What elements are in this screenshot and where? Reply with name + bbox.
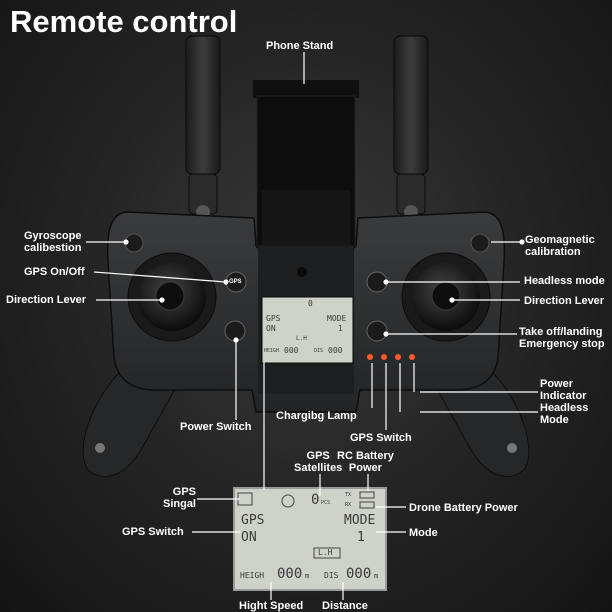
lcd-heigh-unit: m	[305, 572, 310, 580]
lcd-small-heigh: HEIGH	[264, 348, 280, 354]
label-distance: Distance	[322, 600, 368, 612]
left-grip	[82, 371, 181, 477]
label-power-indicator: Power Indicator	[540, 378, 587, 402]
label-drone-battery: Drone Battery Power	[409, 502, 518, 514]
label-gps-switch-bottom: GPS Switch	[122, 526, 184, 538]
lcd-small-mode: MODE	[327, 314, 347, 323]
phone-stand[interactable]	[253, 80, 359, 247]
lcd-small-dis: DIS	[314, 348, 324, 354]
label-gps-onoff: GPS On/Off	[24, 266, 85, 278]
label-direction-lever-right: Direction Lever	[524, 295, 605, 307]
label-gps-satellites: GPS Satellites	[294, 450, 343, 474]
lcd-lh: L.H	[318, 548, 333, 557]
label-geomagnetic: Geomagnetic calibration	[525, 234, 595, 258]
lcd-dis-value: 000	[346, 566, 372, 582]
label-mode: Mode	[409, 527, 438, 539]
controller-body	[106, 211, 506, 413]
lcd-detail	[233, 487, 387, 591]
lcd-on: ON	[241, 530, 257, 545]
left-antenna	[185, 35, 221, 219]
headless-mode-led	[395, 354, 401, 360]
takeoff-button[interactable]	[366, 320, 388, 342]
lcd-dis-unit: m	[374, 572, 379, 580]
power-indicator-led	[409, 354, 415, 360]
gps-button-text: GPS	[229, 279, 242, 285]
lcd-heigh-value: 000	[277, 566, 303, 582]
label-gps-switch-top: GPS Switch	[350, 432, 412, 444]
geomagnetic-button[interactable]	[470, 233, 490, 253]
label-power-switch: Power Switch	[180, 421, 252, 433]
label-hight-speed: Hight Speed	[239, 600, 304, 612]
lcd-small-mode-value: 1	[338, 324, 343, 333]
label-phone-stand: Phone Stand	[266, 40, 334, 52]
label-headless-mode: Headless mode	[524, 275, 605, 287]
callout-lines	[86, 52, 538, 600]
lcd-small-lh: L.H	[296, 335, 307, 342]
label-takeoff: Take off/landing Emergency stop	[519, 326, 605, 350]
lcd-heigh: HEIGH	[240, 571, 265, 580]
lcd-tx: TX	[345, 492, 352, 498]
lcd-small-dis-value: 000	[328, 346, 343, 355]
lcd-small-heigh-value: 000	[284, 346, 299, 355]
right-grip	[431, 371, 530, 477]
right-antenna	[393, 35, 429, 219]
label-charging-lamp: Chargibg Lamp	[276, 410, 357, 422]
lcd-small-sat-value: 0	[308, 299, 313, 308]
lcd-gps: GPS	[241, 513, 265, 528]
lcd-small-gps: GPS	[266, 314, 281, 323]
lcd-dis: DIS	[324, 571, 339, 580]
label-direction-lever-left: Direction Lever	[6, 294, 87, 306]
lcd-rx: RX	[345, 502, 352, 508]
lcd-sat-unit: PCS	[321, 500, 331, 506]
lcd-mode-value: 1	[357, 530, 365, 545]
left-direction-lever[interactable]	[127, 252, 217, 342]
label-gps-signal: GPS Singal	[162, 486, 196, 510]
remote-lcd-screen	[261, 296, 354, 364]
gps-switch-led	[381, 354, 387, 360]
label-headless-mode-led: Headless Mode	[540, 402, 589, 426]
charging-lamp-led	[367, 354, 373, 360]
lcd-small-on: ON	[266, 324, 276, 333]
label-rc-battery: RC Battery Power	[337, 450, 394, 474]
lcd-mode: MODE	[344, 513, 376, 528]
right-direction-lever[interactable]	[401, 252, 491, 342]
lcd-sat-value: 0	[311, 492, 320, 508]
page-title: Remote control	[10, 4, 238, 39]
label-gyroscope: Gyroscope calibestion	[24, 230, 82, 254]
